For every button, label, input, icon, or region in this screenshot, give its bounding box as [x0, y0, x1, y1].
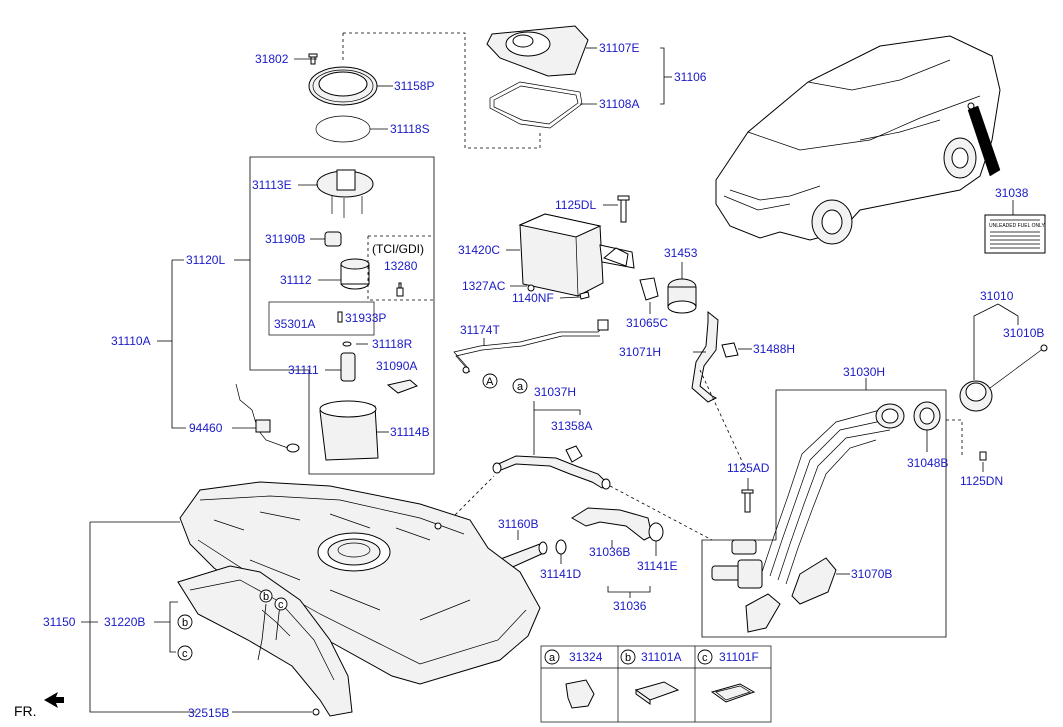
part-label-31141D[interactable]: 31141D [540, 567, 581, 581]
part-label-31488H[interactable]: 31488H [753, 342, 795, 356]
hose-group [433, 369, 747, 598]
part-label-31010[interactable]: 31010 [980, 289, 1014, 303]
pump-module-group [157, 156, 435, 475]
callout-b: b [182, 617, 188, 629]
part-label-31037H[interactable]: 31037H [534, 385, 576, 399]
part-label-31107E[interactable]: 31107E [599, 41, 639, 55]
callout-A: A [486, 376, 494, 388]
part-label-31108A[interactable]: 31108A [599, 97, 639, 111]
car-illustration: UNLEADED FUEL ONLY [715, 35, 1046, 254]
part-label-31802[interactable]: 31802 [255, 52, 289, 66]
callout-a: a [517, 381, 524, 393]
callout-c: c [182, 648, 188, 660]
part-label-31030H[interactable]: 31030H [843, 365, 885, 379]
part-label-31111[interactable]: 31111 [288, 363, 319, 377]
part-label-1327AC[interactable]: 1327AC [462, 279, 506, 293]
part-label-31453[interactable]: 31453 [664, 246, 698, 260]
part-label-31118S[interactable]: 31118S [390, 122, 430, 136]
tci-gdi-label: (TCI/GDI) [372, 242, 424, 256]
part-label-31065C[interactable]: 31065C [626, 316, 668, 330]
part-label-31174T[interactable]: 31174T [460, 323, 500, 337]
part-label-35301A[interactable]: 35301A [274, 317, 315, 331]
part-label-31106[interactable]: 31106 [674, 70, 707, 84]
callout-b-tank: b [263, 591, 269, 603]
legend-letter-a: a [549, 652, 556, 664]
fuel-label-heading: UNLEADED FUEL ONLY [989, 223, 1046, 229]
part-label-31071H[interactable]: 31071H [619, 345, 661, 359]
part-label-31141E[interactable]: 31141E [637, 559, 677, 573]
canister-group [453, 195, 752, 403]
callout-circles: A a b c b c a b c [177, 373, 713, 665]
part-label-31010B[interactable]: 31010B [1003, 326, 1044, 340]
part-label-31190B[interactable]: 31190B [265, 232, 305, 246]
legend-letter-c: c [702, 652, 708, 664]
part-label-31220B[interactable]: 31220B [104, 615, 145, 629]
part-labels: 31802 31158P 31118S 31107E 31108A 31106 … [14, 41, 1044, 720]
part-label-31120L[interactable]: 31120L [186, 253, 225, 267]
part-label-31358A[interactable]: 31358A [551, 419, 592, 433]
part-label-31150[interactable]: 31150 [43, 615, 76, 629]
part-label-32515B[interactable]: 32515B [188, 706, 229, 720]
part-label-13280[interactable]: 13280 [384, 259, 418, 273]
part-label-31114B[interactable]: 31114B [390, 425, 430, 439]
part-label-31110A[interactable]: 31110A [111, 334, 151, 348]
part-label-31090A[interactable]: 31090A [376, 359, 417, 373]
part-label-31158P[interactable]: 31158P [394, 79, 434, 93]
part-label-31118R[interactable]: 31118R [372, 337, 413, 351]
part-label-31036[interactable]: 31036 [613, 599, 647, 613]
part-label-1125DN[interactable]: 1125DN [960, 474, 1003, 488]
part-label-31420C[interactable]: 31420C [458, 243, 500, 257]
part-label-1140NF[interactable]: 1140NF [512, 291, 554, 305]
part-label-31070B[interactable]: 31070B [851, 567, 892, 581]
pump-plate-group [294, 53, 393, 143]
legend-part-31324[interactable]: 31324 [569, 650, 603, 664]
callout-c-tank: c [278, 599, 284, 611]
legend-letter-b: b [625, 652, 631, 664]
part-label-1125DL[interactable]: 1125DL [555, 198, 596, 212]
cover-group [342, 25, 672, 149]
part-label-1125AD[interactable]: 1125AD [727, 461, 770, 475]
part-label-31036B[interactable]: 31036B [589, 545, 630, 559]
part-label-31112[interactable]: 31112 [280, 273, 312, 287]
filler-neck-group [701, 303, 1048, 638]
legend-part-31101F[interactable]: 31101F [719, 650, 759, 664]
part-label-31933P[interactable]: 31933P [345, 311, 386, 325]
legend-part-31101A[interactable]: 31101A [641, 650, 681, 664]
part-label-31113E[interactable]: 31113E [252, 178, 292, 192]
front-direction-label: FR. [14, 703, 37, 719]
legend-table [540, 645, 772, 723]
fuel-tank-group [44, 481, 541, 717]
part-label-31038[interactable]: 31038 [995, 186, 1029, 200]
part-label-31160B[interactable]: 31160B [498, 517, 538, 531]
part-label-94460[interactable]: 94460 [189, 421, 223, 435]
part-label-31048B[interactable]: 31048B [907, 456, 948, 470]
